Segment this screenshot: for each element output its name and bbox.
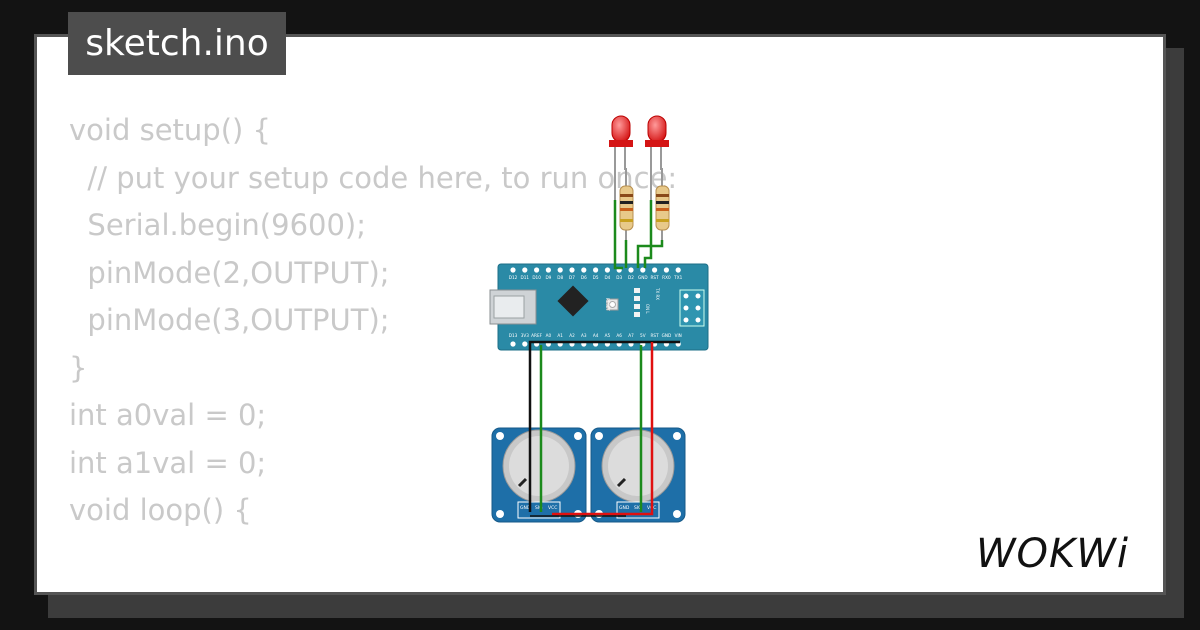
top-pin-rx0[interactable] (663, 267, 670, 273)
top-pin-label-d6: D6 (581, 275, 587, 280)
bottom-pin-label-a4: A4 (593, 333, 599, 338)
resistor-2[interactable] (655, 168, 670, 240)
pot2-pin-gnd: GND (619, 505, 630, 511)
bottom-pin-d13[interactable] (510, 341, 516, 347)
bottom-pin-label-5v: 5V (640, 333, 646, 338)
bottom-pin-label-a5: A5 (605, 333, 611, 338)
bottom-pin-label-3v3: 3V3 (521, 333, 530, 338)
bottom-pin-label-d13: D13 (509, 333, 518, 338)
code-line-6: } (69, 350, 88, 385)
code-editor[interactable]: void setup() { // put your setup code he… (69, 107, 677, 535)
wire-5v-red (552, 342, 654, 516)
top-pin-label-d3: D3 (616, 275, 622, 280)
pot1-pin-gnd: GND (520, 505, 531, 511)
bottom-pin-label-a7: A7 (628, 333, 634, 338)
bottom-pin-label-a0: A0 (546, 333, 552, 338)
top-pin-d9[interactable] (545, 267, 552, 273)
potentiometer-2[interactable]: GND SIG VCC (590, 427, 686, 523)
top-pin-label-d4: D4 (604, 275, 610, 280)
bottom-pin-label-gnd: GND (662, 333, 672, 338)
code-line-3: Serial.begin(9600); (69, 208, 367, 242)
top-pin-label-d7: D7 (569, 275, 575, 280)
top-pin-gnd[interactable] (640, 267, 646, 273)
code-line-1: void setup() { (69, 113, 271, 147)
tx-rx-label: TX RX (655, 287, 660, 300)
wires (528, 200, 680, 517)
led-1[interactable] (609, 115, 633, 200)
bottom-pin-label-vin: VIN (675, 333, 682, 338)
top-pin-rst[interactable] (652, 267, 658, 273)
top-pin-label-d5: D5 (593, 275, 599, 280)
led-2[interactable] (645, 115, 669, 200)
bottom-pin-label-a2: A2 (569, 333, 575, 338)
bottom-pin-label-aref: AREF (531, 333, 542, 338)
wire-led1-gnd (613, 200, 623, 270)
top-pin-d8[interactable] (557, 267, 563, 273)
pot1-pin-vcc: VCC (548, 505, 557, 511)
code-line-2: // put your setup code here, to run once… (69, 160, 678, 195)
mcu-chip (557, 285, 589, 317)
bottom-pin-label-a6: A6 (616, 333, 622, 338)
top-pin-tx1[interactable] (675, 267, 681, 273)
potentiometer-1[interactable]: GND SIG VCC (491, 427, 587, 523)
top-pin-label-d8: D8 (557, 275, 563, 280)
bottom-pin-label-rst: RST (651, 333, 660, 338)
top-pin-d7[interactable] (569, 267, 575, 273)
reset-label: RESET (605, 298, 610, 311)
wire-r2-d2 (636, 240, 664, 268)
bottom-pin-label-a1: A1 (557, 333, 563, 338)
top-pin-label-gnd: GND (638, 275, 648, 280)
top-pin-d10[interactable] (534, 267, 540, 273)
top-pin-label-d9: D9 (545, 275, 551, 280)
on-l-label: ON L (645, 304, 650, 314)
bottom-pin-3v3[interactable] (522, 341, 528, 347)
top-pin-label-rx0: RX0 (662, 275, 671, 280)
wire-gnd-black (528, 340, 680, 512)
top-pin-d4[interactable] (604, 267, 611, 273)
top-pin-label-d11: D11 (521, 275, 530, 280)
wokwi-logo: WOKWi (976, 531, 1129, 577)
top-pin-d6[interactable] (581, 267, 587, 273)
wire-led2-gnd (643, 200, 653, 268)
top-pin-label-d10: D10 (532, 275, 541, 280)
top-pin-d12[interactable] (510, 267, 516, 273)
top-pin-d2[interactable] (628, 267, 634, 273)
top-pin-label-rst: RST (651, 275, 660, 280)
top-pin-label-tx1: TX1 (673, 275, 682, 280)
file-tab[interactable]: sketch.ino (68, 12, 286, 75)
usb-connector (489, 289, 537, 325)
code-line-4: pinMode(2,OUTPUT); (69, 255, 390, 290)
top-pin-label-d12: D12 (509, 275, 518, 280)
resistor-1[interactable] (619, 168, 634, 240)
top-pin-d11[interactable] (522, 267, 528, 273)
wokwi-logo-text: WOKWi (976, 531, 1129, 577)
code-line-5: pinMode(3,OUTPUT); (69, 303, 390, 337)
code-line-11: void loop() { (69, 493, 252, 527)
code-line-8: int a0val = 0; (69, 398, 267, 432)
pot2-pin-sig: SIG (634, 505, 642, 511)
top-pin-label-d2: D2 (628, 275, 634, 280)
top-pin-d5[interactable] (593, 267, 599, 273)
bottom-pin-label-a3: A3 (581, 333, 587, 338)
code-line-9: int a1val = 0; (69, 445, 267, 480)
pot1-pin-sig: SIG (535, 505, 543, 511)
